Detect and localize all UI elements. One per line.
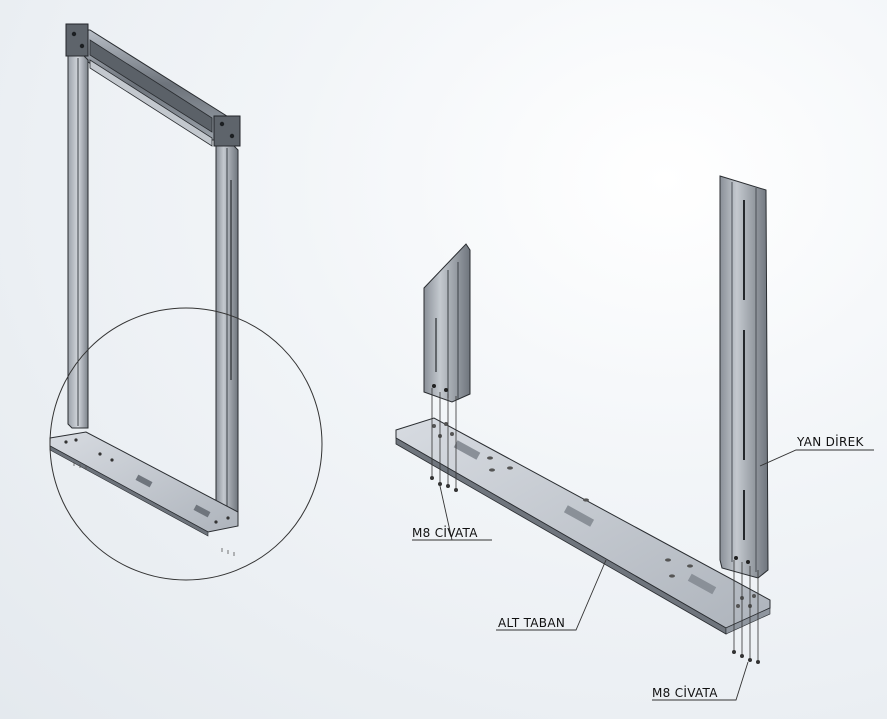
label-m8-civata-bottom: M8 CİVATA	[652, 685, 718, 700]
alt-taban-plate	[395, 417, 771, 629]
exploded-detail: M8 CİVATA YAN DİREK ALT TABAN M8 CİVATA	[395, 175, 874, 701]
detail-circle	[49, 307, 323, 581]
m8-bolts-right	[732, 560, 761, 665]
leader-m8-bottom	[652, 661, 749, 701]
leader-alt-taban	[496, 559, 607, 631]
top-left-bracket	[65, 23, 89, 57]
top-right-bracket	[213, 115, 241, 147]
leader-yan-direk	[759, 449, 874, 467]
assembled-frame	[49, 23, 323, 581]
label-m8-civata-left: M8 CİVATA	[412, 525, 478, 540]
label-alt-taban: ALT TABAN	[498, 616, 565, 630]
m8-bolts-left	[429, 388, 458, 492]
leader-m8-left	[412, 485, 492, 541]
label-yan-direk: YAN DİREK	[796, 434, 864, 449]
post-stub	[423, 243, 471, 403]
